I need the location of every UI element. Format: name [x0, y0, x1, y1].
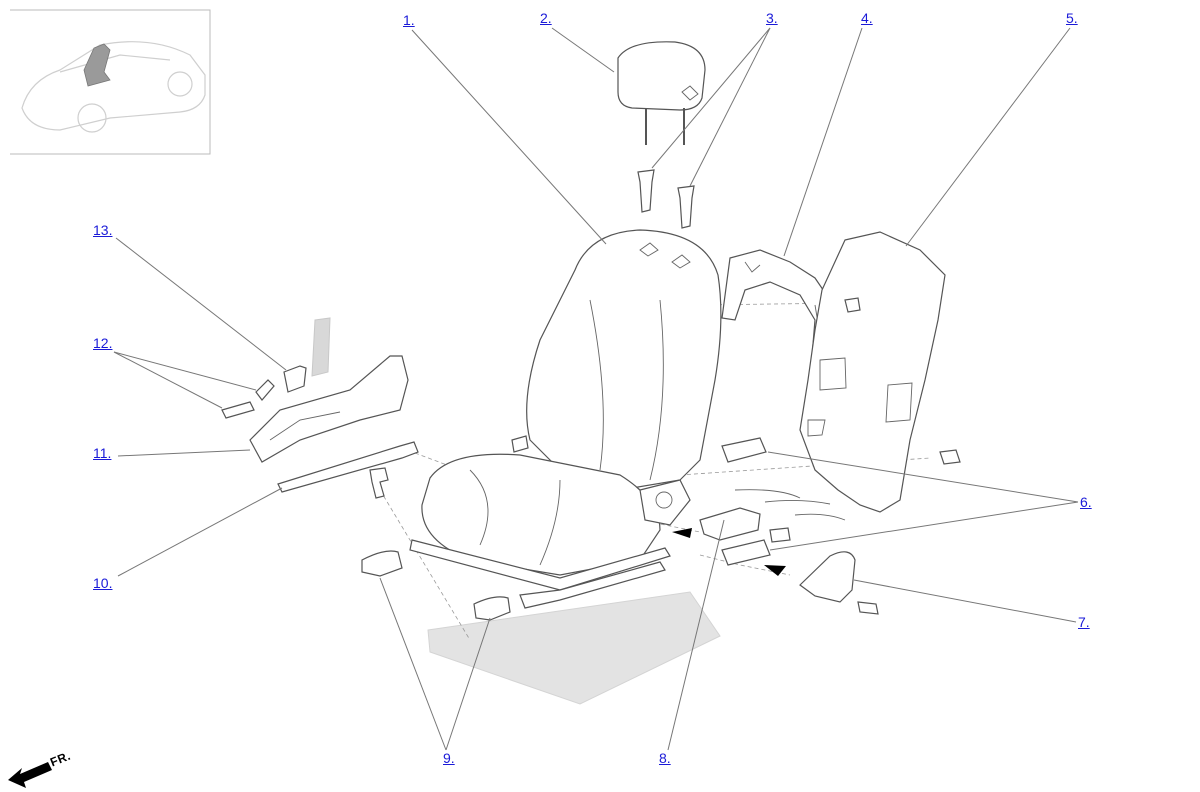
side-trim-panel [249, 355, 409, 463]
bolts [369, 297, 961, 615]
callout-8[interactable]: 8. [659, 750, 671, 766]
callout-9[interactable]: 9. [443, 750, 455, 766]
callout-11[interactable]: 11. [93, 445, 112, 461]
leader-lines [113, 27, 1079, 751]
callout-12[interactable]: 12. [93, 335, 113, 351]
locator-seat-highlight [83, 43, 111, 87]
callout-1[interactable]: 1. [403, 12, 415, 28]
callout-3[interactable]: 3. [766, 10, 778, 26]
seat-back-panel [799, 231, 946, 513]
callout-2[interactable]: 2. [540, 10, 552, 26]
callout-6[interactable]: 6. [1080, 494, 1092, 510]
callout-5[interactable]: 5. [1066, 10, 1078, 26]
switch-knobs [221, 379, 275, 419]
locator-car-outline [21, 41, 206, 133]
callout-7[interactable]: 7. [1078, 614, 1090, 630]
callout-4[interactable]: 4. [861, 10, 873, 26]
locator-inset [10, 9, 211, 155]
callout-13[interactable]: 13. [93, 222, 113, 238]
floor-shadow [427, 591, 721, 705]
headrest [617, 41, 706, 145]
headrest-guides [637, 169, 695, 229]
trim-piece [283, 317, 331, 393]
side-rail-trim [277, 441, 419, 493]
front-direction-arrow-icon [8, 762, 52, 788]
callout-10[interactable]: 10. [93, 575, 113, 591]
clips-and-wires [721, 437, 846, 566]
foot-covers [361, 550, 511, 621]
seat-cover-trim [799, 551, 856, 603]
seat-assembly [409, 229, 722, 609]
seat-bracket [672, 507, 786, 576]
